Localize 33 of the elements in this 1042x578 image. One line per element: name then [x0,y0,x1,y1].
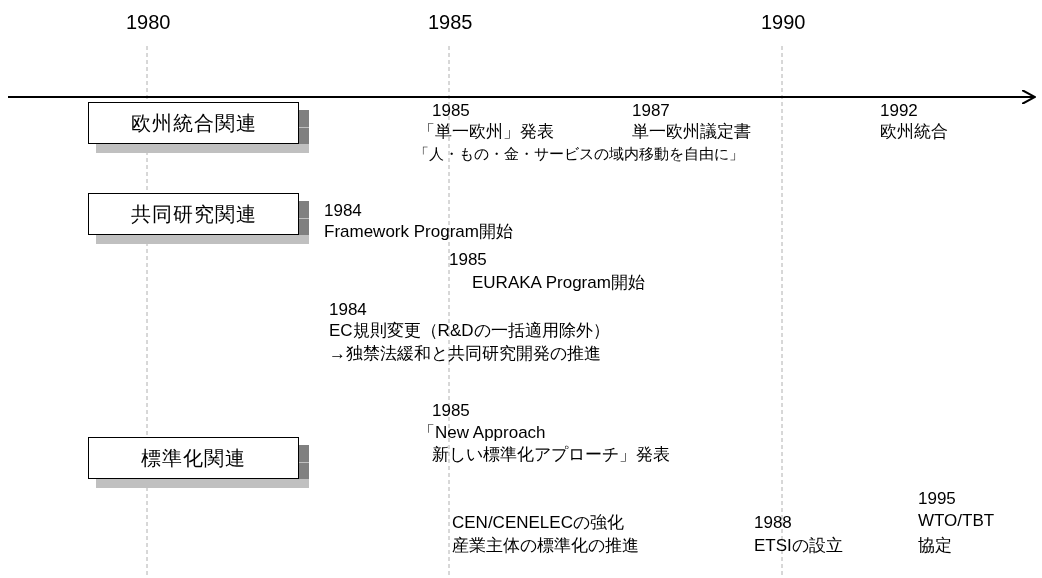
event-text: 1984 [324,200,362,221]
event-text: Framework Program開始 [324,221,513,242]
event-text: 欧州統合 [880,121,948,142]
event-text: 1995 [918,488,956,509]
event-text: →独禁法緩和と共同研究開発の推進 [329,343,601,364]
event-text: 1985 [449,249,487,270]
category-box [88,193,309,244]
event-text: ETSIの設立 [754,535,843,556]
event-text: 1988 [754,512,792,533]
category-label: 標準化関連 [141,445,246,471]
event-text: 「単一欧州」発表 [418,121,554,142]
event-text: 産業主体の標準化の推進 [452,535,639,556]
event-text: 単一欧州議定書 [632,121,751,142]
event-text: 1992 [880,100,918,121]
year-tick-label: 1990 [761,12,806,33]
category-label: 共同研究関連 [130,201,257,227]
year-tick-label: 1980 [126,12,171,33]
category-box [88,102,309,153]
event-text: EURAKA Program開始 [472,272,645,293]
event-text: CEN/CENELECの強化 [452,512,624,533]
event-text: 1985 [432,400,470,421]
event-text: 「New Approach [418,422,546,443]
event-text: WTO/TBT [918,510,995,531]
event-text: 「人・もの・金・サービスの域内移動を自由に」 [414,144,744,164]
event-text: 新しい標準化アプローチ」発表 [432,444,670,465]
event-text: 1985 [432,100,470,121]
category-box [88,437,309,488]
year-tick-label: 1985 [428,12,473,33]
event-text: 1987 [632,100,670,121]
category-label: 欧州統合関連 [130,110,257,136]
event-text: 協定 [918,535,952,556]
event-text: EC規則変更（R&Dの一括適用除外） [329,320,610,341]
event-text: 1984 [329,299,367,320]
